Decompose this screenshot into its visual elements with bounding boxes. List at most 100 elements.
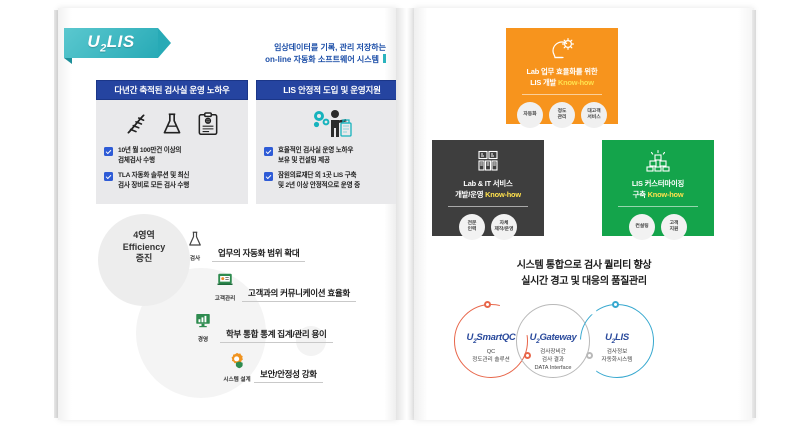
ring-knob-blue-top — [612, 301, 619, 308]
ring-label-lis: U2LIS 검사정보 자동화시스템 — [567, 332, 667, 364]
quality-heading-line-2: 실시간 경고 및 대응의 품질관리 — [521, 275, 647, 287]
check-icon — [264, 147, 273, 156]
info-card-body: 효율적인 검사실 운영 노하우 보유 및 컨설팅 제공 잠원의료재단 외 1곳 … — [256, 100, 408, 204]
divider — [522, 94, 602, 96]
lightbulb-head-icon — [552, 38, 574, 59]
ring-knob-red-top — [484, 301, 491, 308]
efficiency-icon-col: 시스템 설계 — [220, 351, 254, 383]
page-edge-right — [752, 10, 756, 418]
efficiency-icon-label: 고객관리 — [214, 296, 236, 302]
server-rack-icon — [478, 150, 498, 171]
info-card-bullets: 효율적인 검사실 운영 노하우 보유 및 컨설팅 제공 잠원의료재단 외 1곳 … — [256, 144, 408, 190]
efficiency-icon-col: 경영 — [186, 311, 220, 343]
efficiency-text: 업무의 자동화 범위 확대 — [212, 247, 306, 262]
tagline-accent-bar — [383, 54, 386, 64]
efficiency-icon-label: 시스템 설계 — [223, 377, 251, 383]
ring-product-name: U2SmartQC — [466, 332, 516, 345]
quality-heading-line-1: 시스템 통합으로 검사 퀄리티 향상 — [516, 260, 652, 271]
bullet-text: TLA 자동화 솔루션 및 최신 검사 장비로 모든 검사 수행 — [118, 172, 190, 189]
knowhow-card-title: Lab 업무 효율화를 위한 LIS 개발 Know-how — [526, 67, 598, 88]
ring-knob-red-join — [524, 352, 531, 359]
ring-product-desc: QC 정도관리 솔루션 — [472, 348, 510, 363]
info-card-title: 다년간 축적된 검사실 운영 노하우 — [96, 80, 248, 100]
quality-heading: 시스템 통합으로 검사 퀄리티 향상 실시간 경고 및 대응의 품질관리 — [414, 258, 754, 289]
efficiency-row: 검사 업무의 자동화 범위 확대 — [178, 230, 306, 262]
divider — [618, 206, 698, 208]
ring-label-gateway: U2Gateway 검사장비간 검사 결과 DATA Interface — [503, 332, 603, 372]
knowhow-card-title: Lab & IT 서비스 개발/운영 Know-how — [455, 179, 521, 200]
info-card-bullets: 10년 월 100만건 이상의 검체검사 수행 TLA 자동화 솔루션 및 최신… — [96, 144, 248, 190]
info-card-lis-support: LIS 안정적 도입 및 운영지원 — [256, 80, 408, 204]
gear-shield-icon — [231, 352, 243, 369]
knowhow-card-icon-slot — [610, 148, 706, 174]
knowhow-keyword: Know-how — [647, 190, 684, 200]
check-icon — [104, 147, 113, 156]
info-card-body: 10년 월 100만건 이상의 검체검사 수행 TLA 자동화 솔루션 및 최신… — [96, 100, 248, 204]
blocks-stack-icon — [646, 150, 670, 172]
efficiency-row: 시스템 설계 보안/안정성 강화 — [220, 351, 323, 383]
knowhow-card-icon-slot — [440, 148, 536, 174]
dna-icon — [127, 114, 145, 134]
info-card-title: LIS 안정적 도입 및 운영지원 — [256, 80, 408, 100]
decorative-blob — [296, 326, 326, 356]
info-card-icon-row — [96, 100, 248, 144]
ring-product-desc: 검사정보 자동화시스템 — [601, 348, 633, 363]
check-icon — [264, 172, 273, 182]
efficiency-row: 고객관리 고객과의 커뮤니케이션 효율화 — [208, 270, 356, 302]
bullet-item: 효율적인 검사실 운영 노하우 보유 및 컨설팅 제공 — [264, 146, 400, 165]
efficiency-icon-col: 검사 — [178, 230, 212, 262]
bullet-item: 잠원의료재단 외 1곳 LIS 구축 및 2년 이상 안정적으로 운영 중 — [264, 171, 400, 190]
knowhow-keyword: Know-how — [558, 78, 594, 88]
knowhow-keyword: Know-how — [485, 190, 521, 200]
tagline-line-2: on-line 자동화 소프트웨어 시스템 — [210, 54, 386, 66]
ring-gateway — [516, 304, 590, 378]
monitor-chart-icon — [196, 314, 210, 328]
info-card-lab-experience: 다년간 축적된 검사실 운영 노하우 — [96, 80, 248, 204]
bullet-text: 효율적인 검사실 운영 노하우 보유 및 컨설팅 제공 — [278, 147, 354, 164]
efficiency-icon-col: 고객관리 — [208, 270, 242, 302]
efficiency-text: 학부 통합 통계 집계/관리 용이 — [220, 328, 333, 343]
bullet-item: 10년 월 100만건 이상의 검체검사 수행 — [104, 146, 240, 165]
efficiency-title: 4영역 Efficiency 증진 — [122, 230, 166, 264]
bullet-text: 10년 월 100만건 이상의 검체검사 수행 — [118, 147, 182, 164]
flask-icon — [163, 113, 181, 134]
page-edge-left — [54, 10, 58, 418]
efficiency-diagram: 4영역 Efficiency 증진 검사 업무의 자동화 범위 확대 — [82, 208, 398, 398]
ring-product-name: U2Gateway — [529, 332, 577, 345]
header-tagline: 임상데이터를 기록, 관리 저장하는 on-line 자동화 소프트웨어 시스템 — [210, 42, 386, 67]
efficiency-icon-label: 경영 — [197, 337, 209, 343]
book-gutter — [396, 8, 416, 420]
gears-person-icon — [313, 110, 352, 137]
logo-subscript: 2 — [100, 42, 107, 55]
knowhow-card-title: LIS 커스터마이징 구축 Know-how — [631, 179, 685, 200]
flask-icon — [189, 231, 201, 246]
page-left: U2LIS 임상데이터를 기록, 관리 저장하는 on-line 자동화 소프트… — [58, 8, 408, 420]
clipboard-icon — [198, 112, 218, 136]
customer-card-icon — [217, 273, 233, 285]
efficiency-icon-label: 검사 — [189, 256, 201, 262]
efficiency-text: 고객과의 커뮤니케이션 효율화 — [242, 287, 356, 302]
logo-ribbon: U2LIS — [64, 28, 171, 58]
knowhow-card-icon-slot — [514, 36, 610, 62]
ring-product-name: U2LIS — [605, 332, 629, 345]
decorative-blob — [98, 214, 190, 306]
logo-text: U2LIS — [87, 31, 135, 55]
knowhow-dot: 자동화 — [517, 102, 543, 129]
ring-knob-gray-join — [586, 352, 593, 359]
divider — [448, 206, 528, 208]
ring-label-smartqc: U2SmartQC QC 정도관리 솔루션 — [441, 332, 541, 364]
efficiency-text: 보안/안정성 강화 — [254, 368, 323, 383]
info-card-icon-row — [256, 100, 408, 144]
knowhow-dot: 컨설팅 — [629, 214, 655, 241]
bullet-item: TLA 자동화 솔루션 및 최신 검사 장비로 모든 검사 수행 — [104, 171, 240, 190]
